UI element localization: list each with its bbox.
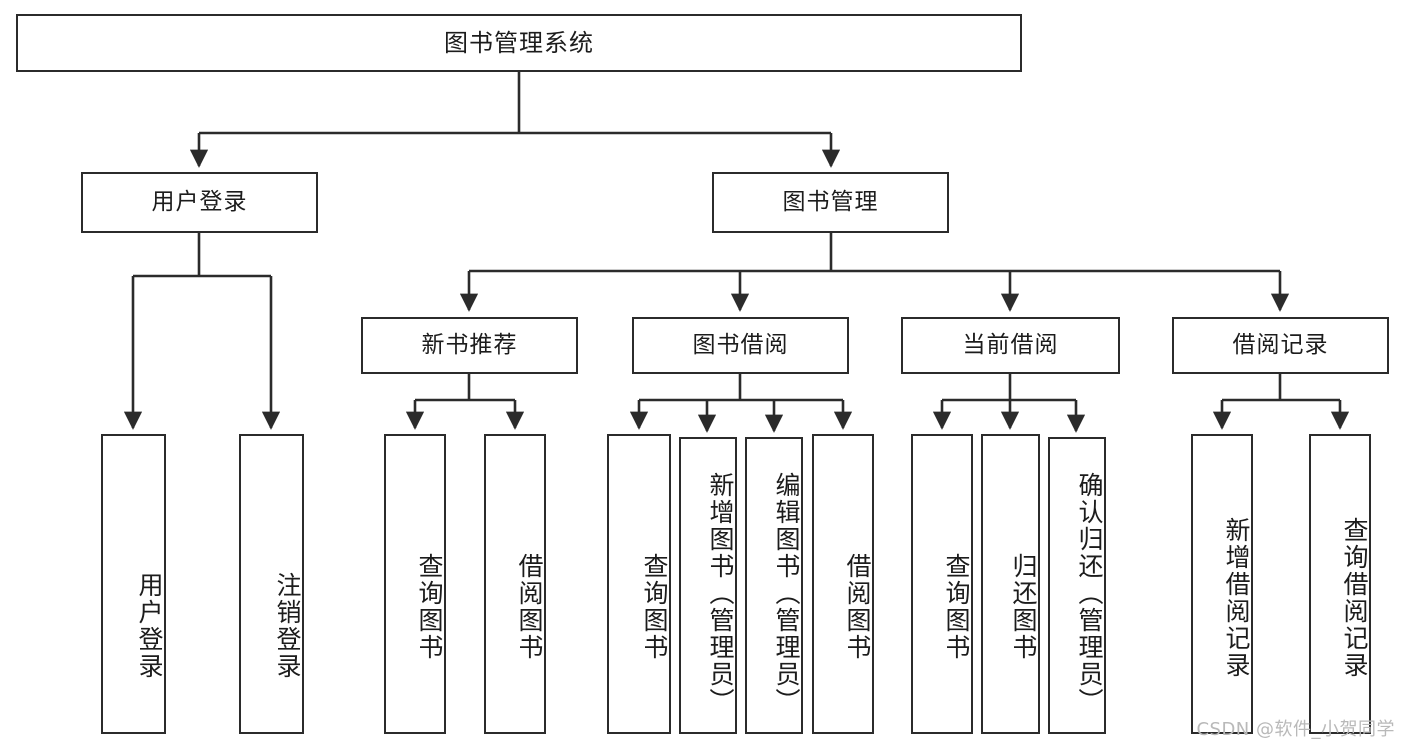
node-current-borrow[interactable]: 当前借阅 [901, 317, 1120, 374]
leaf-user-logout[interactable]: 注销登录 [239, 434, 304, 734]
leaf-confirm-return[interactable]: 确认归还（管理员） [1048, 437, 1106, 734]
leaf-borrow-book-1[interactable]: 借阅图书 [484, 434, 546, 734]
node-borrow-record[interactable]: 借阅记录 [1172, 317, 1389, 374]
leaf-query-book-1[interactable]: 查询图书 [384, 434, 446, 734]
node-user-login[interactable]: 用户登录 [81, 172, 318, 233]
leaf-add-record[interactable]: 新增借阅记录 [1191, 434, 1253, 734]
leaf-query-book-2[interactable]: 查询图书 [607, 434, 671, 734]
leaf-add-book[interactable]: 新增图书（管理员） [679, 437, 737, 734]
leaf-query-record[interactable]: 查询借阅记录 [1309, 434, 1371, 734]
leaf-borrow-book-2[interactable]: 借阅图书 [812, 434, 874, 734]
leaf-query-book-3[interactable]: 查询图书 [911, 434, 973, 734]
watermark-text: CSDN @软件_小贺同学 [1196, 719, 1395, 740]
leaf-user-login[interactable]: 用户登录 [101, 434, 166, 734]
node-new-book-recommend[interactable]: 新书推荐 [361, 317, 578, 374]
node-root[interactable]: 图书管理系统 [16, 14, 1022, 72]
leaf-edit-book[interactable]: 编辑图书（管理员） [745, 437, 803, 734]
node-book-borrow[interactable]: 图书借阅 [632, 317, 849, 374]
node-book-manage[interactable]: 图书管理 [712, 172, 949, 233]
leaf-return-book[interactable]: 归还图书 [981, 434, 1040, 734]
